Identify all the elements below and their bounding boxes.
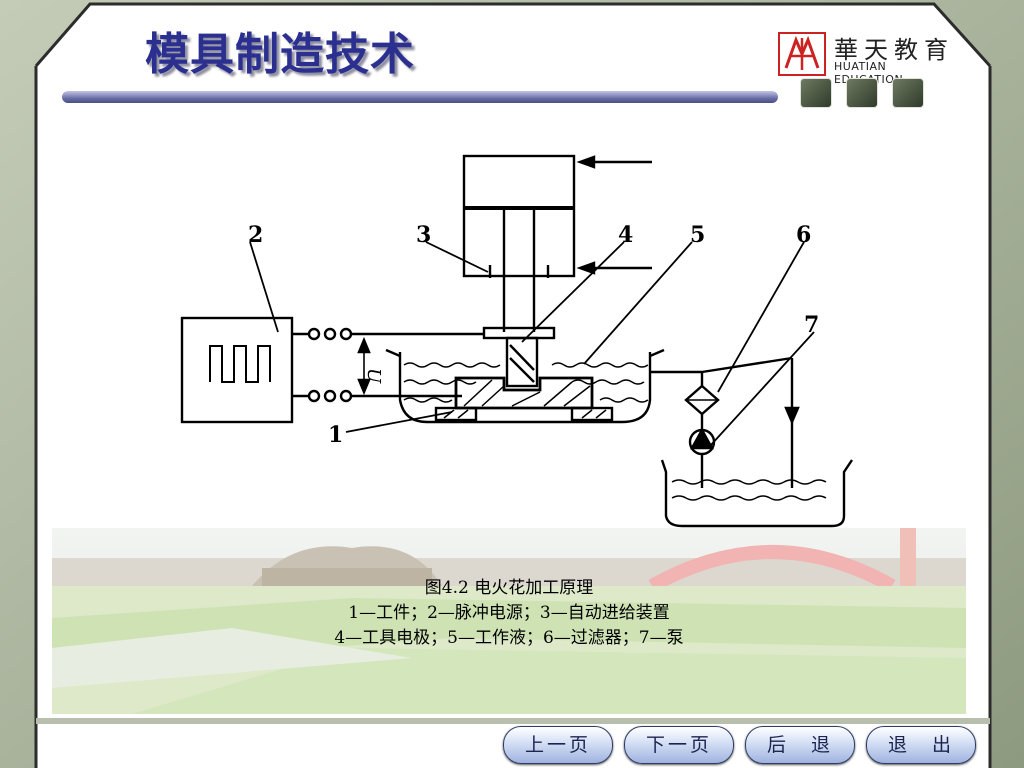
edm-principle-diagram: 2 3 4 5 6 7 1 U [180,154,853,528]
pulse-power-supply [180,316,294,424]
workpiece [454,376,594,410]
page-title: 模具制造技术 [145,29,415,80]
caption-title: 图4.2 电火花加工原理 [424,578,594,598]
feed-cylinder [462,154,576,278]
diagram-label-5: 5 [690,222,705,248]
prev-page-button[interactable]: 上一页 [503,726,613,764]
diagram-label-7: 7 [804,312,819,338]
background-photo [52,528,966,714]
diagram-label-2: 2 [248,222,263,248]
reservoir-tank [660,459,853,528]
logo: 華天教育 HUATIAN EDUCATION [778,30,958,86]
logo-seal-icon [778,32,826,76]
diagram-label-4: 4 [618,222,633,248]
voltage-label: U [363,368,384,384]
work-tank [398,352,652,424]
diagram-label-3: 3 [416,222,431,248]
logo-text-cn: 華天教育 [834,36,954,64]
next-page-button[interactable]: 下一页 [624,726,734,764]
slide-content: 2 3 4 5 6 7 1 U 图4.2 电火花加工原理 1—工件；2—脉冲电源… [52,110,966,714]
caption-line-1: 1—工件；2—脉冲电源；3—自动进给装置 [348,603,670,623]
nav-square-icon[interactable] [846,78,878,108]
diagram-label-1: 1 [328,422,343,448]
caption-line-2: 4—工具电极；5—工作液；6—过滤器；7—泵 [334,628,684,648]
tool-electrode [505,336,539,388]
title-underline-bar [62,91,778,103]
back-button[interactable]: 后 退 [745,726,855,764]
nav-square-icon[interactable] [800,78,832,108]
nav-square-icon[interactable] [892,78,924,108]
figure-caption: 图4.2 电火花加工原理 1—工件；2—脉冲电源；3—自动进给装置 4—工具电极… [52,576,966,651]
diagram-label-6: 6 [796,222,811,248]
tool-holder [482,326,556,340]
exit-button[interactable]: 退 出 [866,726,976,764]
